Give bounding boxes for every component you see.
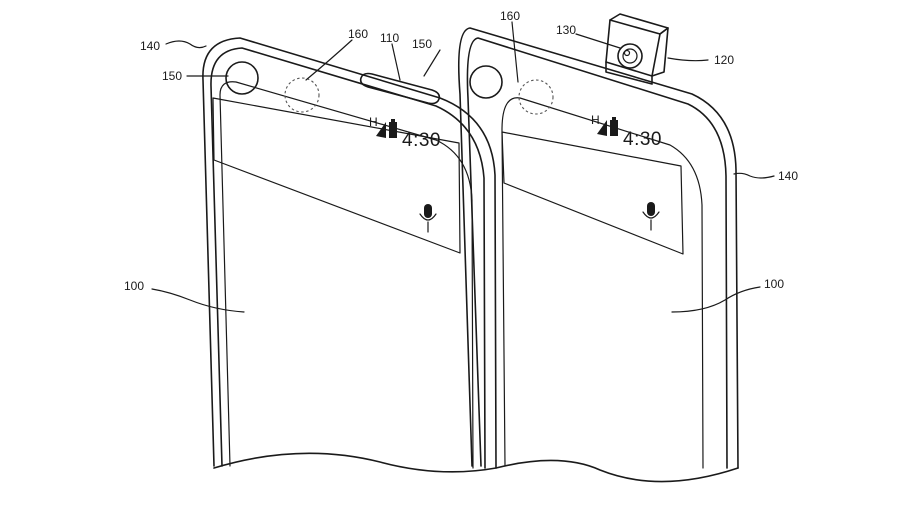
- left-sensor-150: [225, 61, 259, 95]
- left-search-bar: [212, 97, 461, 254]
- leader-160-right: [511, 21, 519, 83]
- right-screen-border: [501, 97, 704, 469]
- right-phone: H 4:30: [423, 13, 775, 469]
- break-line: [213, 452, 739, 483]
- label-120: 120: [714, 53, 734, 67]
- reference-labels: 140 150 160 110 150 160 130 120 140 100 …: [124, 9, 798, 293]
- left-sensor-160: [284, 77, 320, 113]
- left-network-indicator: H: [369, 115, 378, 129]
- label-100-left: 100: [124, 279, 144, 293]
- leader-140-right: [733, 172, 775, 179]
- leader-160-left: [305, 39, 353, 81]
- label-100-right: 100: [764, 277, 784, 291]
- label-140-left: 140: [140, 39, 160, 53]
- label-160-right: 160: [500, 9, 520, 23]
- signal-icon: [597, 120, 607, 136]
- leader-100-right: [671, 286, 761, 313]
- leader-120: [667, 57, 709, 62]
- leader-150-right: [423, 49, 441, 77]
- camera-lens-icon: [617, 43, 643, 69]
- label-150-left: 150: [162, 69, 182, 83]
- right-phone-outer-edge: [457, 27, 739, 469]
- leader-100-left: [151, 288, 245, 313]
- earpiece-slot-110: [359, 72, 441, 105]
- leader-130: [575, 33, 621, 49]
- leader-110: [391, 43, 401, 81]
- signal-icon: [376, 122, 386, 138]
- label-160-left: 160: [348, 27, 368, 41]
- popup-camera-module-120: [605, 13, 669, 85]
- right-sensor-150: [469, 65, 503, 99]
- microphone-icon: [642, 202, 660, 231]
- left-phone-outer-edge: [202, 37, 497, 469]
- left-clock: 4:30: [402, 130, 441, 151]
- right-network-indicator: H: [591, 113, 600, 127]
- leader-140-left: [165, 40, 207, 49]
- left-screen-border: [219, 81, 474, 469]
- label-130: 130: [556, 23, 576, 37]
- right-phone-inner-edge: [466, 37, 728, 469]
- left-phone-inner-edge: [210, 47, 486, 469]
- right-sensor-160: [518, 79, 554, 115]
- battery-icon: [389, 122, 397, 138]
- label-110: 110: [380, 31, 399, 45]
- right-clock: 4:30: [623, 129, 662, 150]
- battery-icon: [610, 120, 618, 136]
- right-search-bar: [501, 131, 684, 255]
- left-phone: H 4:30: [151, 37, 497, 469]
- label-150-right: 150: [412, 37, 432, 51]
- label-140-right: 140: [778, 169, 798, 183]
- microphone-icon: [419, 204, 437, 233]
